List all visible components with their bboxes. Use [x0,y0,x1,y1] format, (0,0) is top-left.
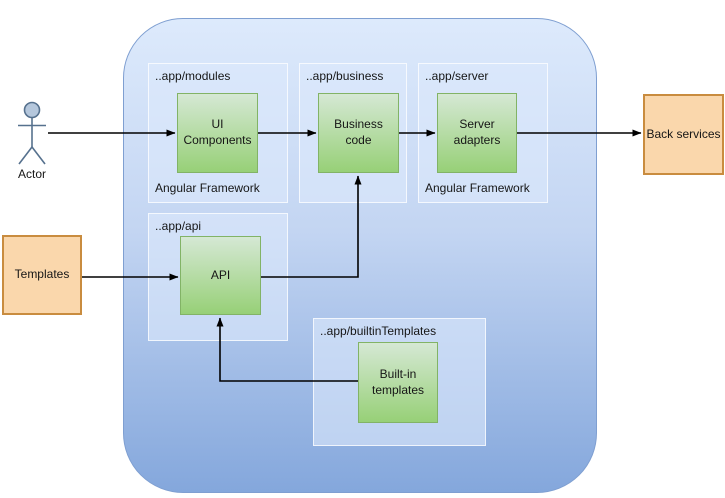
group-title-app-server: ..app/server [425,69,489,83]
node-built-in-templates: Built-in templates [358,342,438,423]
group-title-app-builtin-templates: ..app/builtinTemplates [320,324,437,338]
node-back-services: Back services [643,94,724,175]
node-ui-components: UI Components [177,93,258,173]
node-business-code: Business code [318,93,399,173]
actor-figure-icon [18,101,46,165]
group-footer-angular-framework: Angular Framework [425,181,530,195]
node-server-adapters: Server adapters [437,93,517,173]
group-title-app-business: ..app/business [306,69,384,83]
group-title-app-api: ..app/api [155,219,202,233]
group-title-app-modules: ..app/modules [155,69,231,83]
group-footer-angular-framework: Angular Framework [155,181,260,195]
actor-label: Actor [17,167,46,181]
node-templates: Templates [2,235,82,315]
node-api: API [180,236,261,315]
